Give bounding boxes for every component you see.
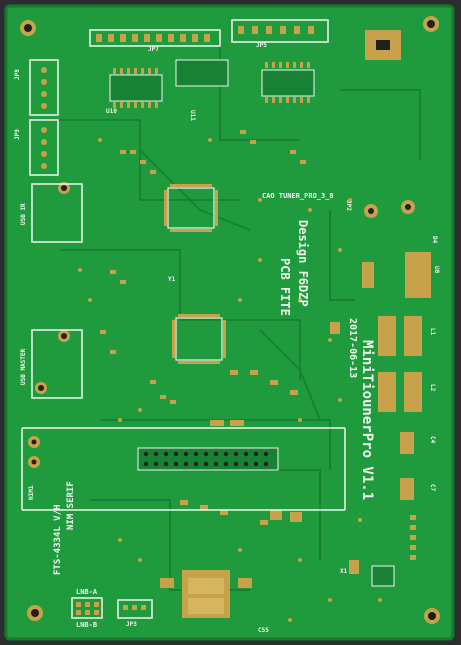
silk-lnb-b: LNB-B: [76, 621, 98, 629]
vias: [78, 138, 382, 622]
header-jp5: [231, 19, 329, 43]
silk-jp3: JP3: [126, 621, 137, 628]
ic-u10: [109, 74, 163, 102]
silk-product: MiniTiounerPro V1.1: [359, 340, 375, 501]
pad-c4: [400, 432, 414, 454]
silk-u11: U11: [189, 110, 196, 121]
ic-u7: [261, 69, 315, 97]
nim1-pads: [28, 436, 40, 468]
header-jp7: [89, 29, 221, 47]
header-jp3: [117, 599, 153, 619]
inductor-u8: [405, 252, 431, 298]
pcb-board: [6, 6, 453, 639]
silk-l1: L1: [429, 328, 436, 336]
silk-nim-part: FTS-4334L V/H: [53, 504, 63, 575]
pad-c7: [400, 478, 414, 500]
silk-usb-ir: USB IR: [20, 203, 27, 225]
qfp-chip-2: [175, 317, 223, 361]
silk-c55: C55: [258, 627, 269, 634]
silk-nim1: NIM1: [28, 485, 35, 500]
silk-designer: Design F6DZP: [296, 220, 310, 307]
silk-pcb-maker: PCB FITE: [278, 258, 292, 316]
pad-u8: [362, 262, 374, 288]
silk-u10: U10: [106, 108, 117, 115]
silk-jp9: JP9: [14, 129, 21, 140]
header-lnb: [71, 597, 103, 619]
silk-l2: L2: [429, 384, 436, 392]
silk-y1: Y1: [168, 276, 176, 283]
ic-u11: [175, 59, 229, 87]
silk-tuner: CAO TUNER_PRO_3_8: [262, 192, 334, 200]
inductor-l1: [378, 316, 396, 356]
silk-c7: C7: [429, 484, 436, 492]
silk-x1: X1: [340, 568, 348, 575]
silk-usb-master: USB MASTER: [20, 348, 27, 385]
silk-jp2: JP2: [345, 200, 352, 211]
silk-c4: C4: [429, 436, 436, 444]
silk-lnb-a: LNB-A: [76, 588, 98, 596]
header-jp9: [29, 119, 59, 176]
smd-pads: [100, 130, 306, 525]
silk-nim-serif: NIM SERIF: [66, 481, 76, 530]
header-jp8: [29, 59, 59, 116]
silk-d4: D4: [431, 236, 438, 244]
silk-jp5: JP5: [256, 42, 267, 49]
mounting-holes: [20, 16, 440, 624]
silk-u8: U8: [433, 266, 440, 274]
silk-jp8: JP8: [14, 69, 21, 80]
nim-header: [137, 447, 279, 471]
qfp-chip-1: [167, 187, 215, 229]
silk-jp7: JP7: [148, 46, 159, 53]
board-edge-shadow: [4, 4, 455, 641]
inductor-l2: [378, 372, 396, 412]
usb-ir-outline: [31, 183, 83, 243]
silk-date: 2017-06-13: [347, 318, 358, 379]
usb-master-outline: [31, 329, 83, 399]
